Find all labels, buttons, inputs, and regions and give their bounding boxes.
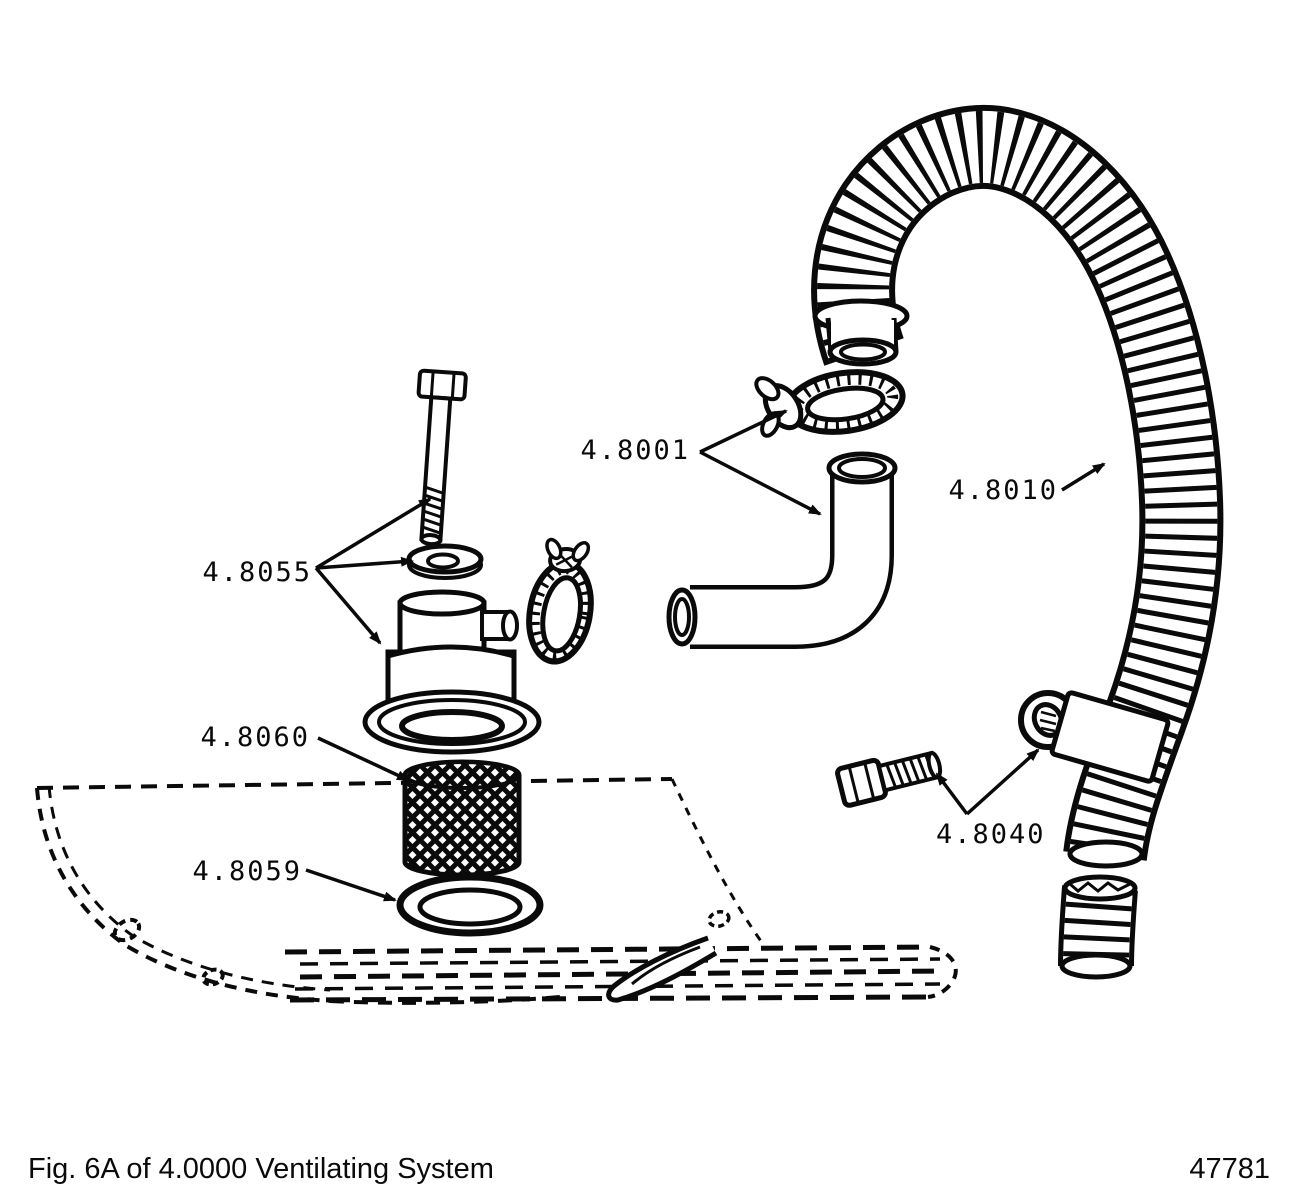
callout-arrows bbox=[305, 409, 1106, 902]
clamp-bracket bbox=[1018, 690, 1171, 784]
mounting-bolt-long bbox=[416, 368, 468, 547]
callout-4-8010: 4.8010 bbox=[948, 475, 1058, 506]
flexible-hose-lower-segment bbox=[1058, 874, 1138, 980]
gasket-ring bbox=[396, 873, 544, 937]
callout-4-8001: 4.8001 bbox=[580, 435, 690, 466]
drawing-number: 47781 bbox=[1189, 1153, 1270, 1185]
breather-cap bbox=[362, 589, 542, 755]
callout-4-8059: 4.8059 bbox=[192, 856, 302, 887]
elbow-hose bbox=[666, 451, 898, 649]
callout-4-8040: 4.8040 bbox=[936, 819, 1046, 850]
filter-mesh bbox=[402, 759, 522, 878]
figure-caption: Fig. 6A of 4.0000 Ventilating System bbox=[28, 1153, 494, 1185]
callout-4-8060: 4.8060 bbox=[200, 722, 310, 753]
mounting-bolt-short bbox=[835, 750, 943, 808]
hose-clamp-lower bbox=[526, 537, 594, 665]
callout-labels: 4.8001 4.8010 4.8055 4.8060 4.8059 4.804… bbox=[192, 435, 1058, 887]
callout-4-8055: 4.8055 bbox=[202, 557, 312, 588]
washer bbox=[406, 543, 484, 580]
valve-cover-panel bbox=[35, 777, 958, 1005]
hose-clamp-upper bbox=[754, 369, 906, 438]
